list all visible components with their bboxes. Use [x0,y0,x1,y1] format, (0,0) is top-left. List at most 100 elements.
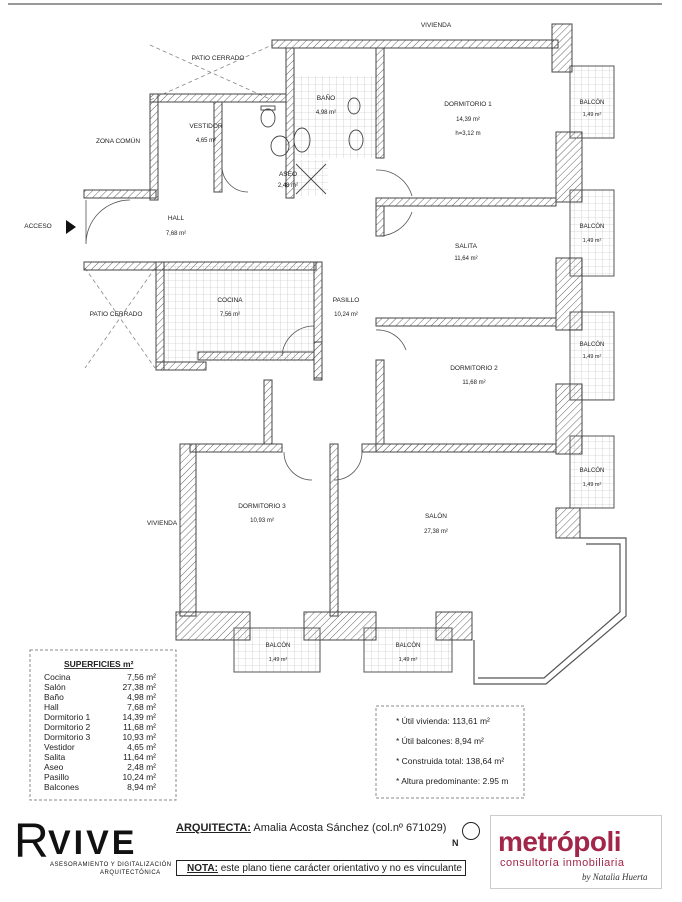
note-label: NOTA: [187,863,218,874]
superficies-row-name: Vestidor [44,742,75,752]
room-area-bano: 4,98 m² [316,110,336,116]
top-rule [8,3,662,5]
summary-row: * Útil vivienda: 113,61 m² [396,716,490,726]
superficies-row-name: Balcones [44,782,79,792]
superficies-row-value: 7,56 m² [127,672,156,682]
label-acceso: ACCESO [24,223,51,230]
room-name-vestidor: VESTIDOR [189,123,223,130]
balcony-name: BALCÓN [580,467,605,474]
room-name-hall: HALL [168,215,185,222]
balcony-area: 1,49 m² [583,482,602,488]
superficies-row-name: Dormitorio 1 [44,712,91,722]
superficies-title: SUPERFICIES m² [64,659,134,669]
superficies-row-value: 11,68 m² [123,722,156,732]
room-name-dorm2: DORMITORIO 2 [450,365,498,372]
summary-row: * Útil balcones: 8,94 m² [396,736,484,746]
room-height-dorm1: h=3,12 m [455,131,480,137]
room-labels: DORMITORIO 1 14,39 m² h=3,12 m BAÑO 4,98… [166,93,498,535]
room-area-vestidor: 4,65 m² [196,138,216,144]
room-name-pasillo: PASILLO [333,297,360,304]
door-swings [85,165,413,481]
salon-bay-window [473,537,627,685]
room-name-bano: BAÑO [317,93,335,102]
superficies-row-name: Baño [44,692,64,702]
superficies-row-name: Aseo [44,762,64,772]
access-arrow-icon [66,220,76,234]
room-area-pasillo: 10,24 m² [334,312,358,318]
room-name-salita: SALITA [455,243,478,250]
architect-line: ARQUITECTA: Amalia Acosta Sánchez (col.n… [176,822,446,834]
patio-cerrado-left-marks [84,267,156,369]
superficies-row-name: Cocina [44,672,71,682]
superficies-row-name: Salita [44,752,66,762]
superficies-box [29,649,177,801]
brand-sub1: Asesoramiento y digitalización [50,862,172,868]
superficies-rows: Cocina 7,56 m² Salón 27,38 m² Baño 4,98 m² Hal… [44,672,156,792]
room-area-dorm3: 10,93 m² [250,518,274,524]
architect-label: ARQUITECTA: [176,822,251,834]
superficies-row-value: 2,48 m² [127,762,156,772]
superficies-row-value: 14,39 m² [122,712,156,722]
balcony-tiles [233,65,615,673]
room-area-dorm1: 14,39 m² [456,117,480,123]
brand-r: R [14,815,49,868]
superficies-row-value: 11,64 m² [123,752,156,762]
superficies-row-value: 10,93 m² [122,732,156,742]
room-name-cocina: COCINA [217,297,243,304]
balcony-area: 1,49 m² [399,657,418,663]
label-zona-comun: ZONA COMÚN [96,136,140,145]
note-box: NOTA: este plano tiene carácter orientat… [176,860,466,876]
room-name-dorm1: DORMITORIO 1 [444,101,492,108]
label-patio-top: PATIO CERRADO [192,55,245,62]
balcony-name: BALCÓN [580,341,605,348]
sanitary-fixtures [260,97,364,195]
summary-row: * Construida total: 138,64 m² [396,756,504,766]
room-area-salita: 11,64 m² [454,256,477,262]
room-area-cocina: 7,56 m² [220,312,240,318]
room-name-salon: SALÓN [425,511,447,520]
superficies-row-value: 27,38 m² [122,682,156,692]
balcony-name: BALCÓN [580,223,605,230]
brand-vive: VIVE [48,824,138,862]
balcony-area: 1,49 m² [583,354,602,360]
room-area-salon: 27,38 m² [424,529,448,535]
balcony-area: 1,49 m² [269,657,288,663]
room-name-aseo: ASEO [279,171,297,178]
balcony-area: 1,49 m² [583,112,602,118]
cocina-tile [164,266,314,362]
superficies-row-value: 4,98 m² [127,692,156,702]
superficies-row-name: Dormitorio 2 [44,722,91,732]
superficies-row-name: Hall [44,702,59,712]
summary-rows: * Útil vivienda: 113,61 m² * Útil balcone… [396,716,508,786]
floor-plan: VIVIENDA PATIO CERRADO ZONA COMÚN ACCESO… [24,22,627,801]
note-value: este plano tiene carácter orientativo y … [217,863,462,874]
summary-row: * Altura predominante: 2.95 m [396,776,508,786]
north-label: N [452,838,459,848]
balcony-area: 1,49 m² [583,238,602,244]
superficies-row-value: 10,24 m² [122,772,156,782]
superficies-row-value: 4,65 m² [127,742,156,752]
label-vivienda-top: VIVIENDA [421,22,452,29]
room-area-aseo: 2,48 m² [278,183,298,189]
balcony-name: BALCÓN [580,99,605,106]
brand-sub2: arquitectónica [100,870,161,876]
superficies-row-name: Dormitorio 3 [44,732,91,742]
walls [83,23,583,641]
metropoli-name: metrópoli [498,826,622,857]
label-vivienda-left: VIVIENDA [147,520,178,527]
metropoli-logo-box [490,815,662,889]
label-patio-left: PATIO CERRADO [90,311,143,318]
architect-value: Amalia Acosta Sánchez (col.nº 671029) [250,822,447,834]
room-name-dorm3: DORMITORIO 3 [238,503,286,510]
room-area-dorm2: 11,68 m² [462,380,485,386]
superficies-row-value: 8,94 m² [127,782,156,792]
superficies-row-name: Pasillo [44,772,69,782]
balcony-name: BALCÓN [266,642,291,649]
bano-tile [292,76,380,158]
metropoli-signature: by Natalia Huerta [582,872,648,882]
north-compass-icon [462,822,480,840]
metropoli-sub: consultoría inmobiliaria [500,857,625,869]
balcony-labels: BALCÓN 1,49 m² BALCÓN 1,49 m² BALCÓN 1,4… [266,99,605,663]
superficies-row-name: Salón [44,682,66,692]
superficies-row-value: 7,68 m² [127,702,156,712]
